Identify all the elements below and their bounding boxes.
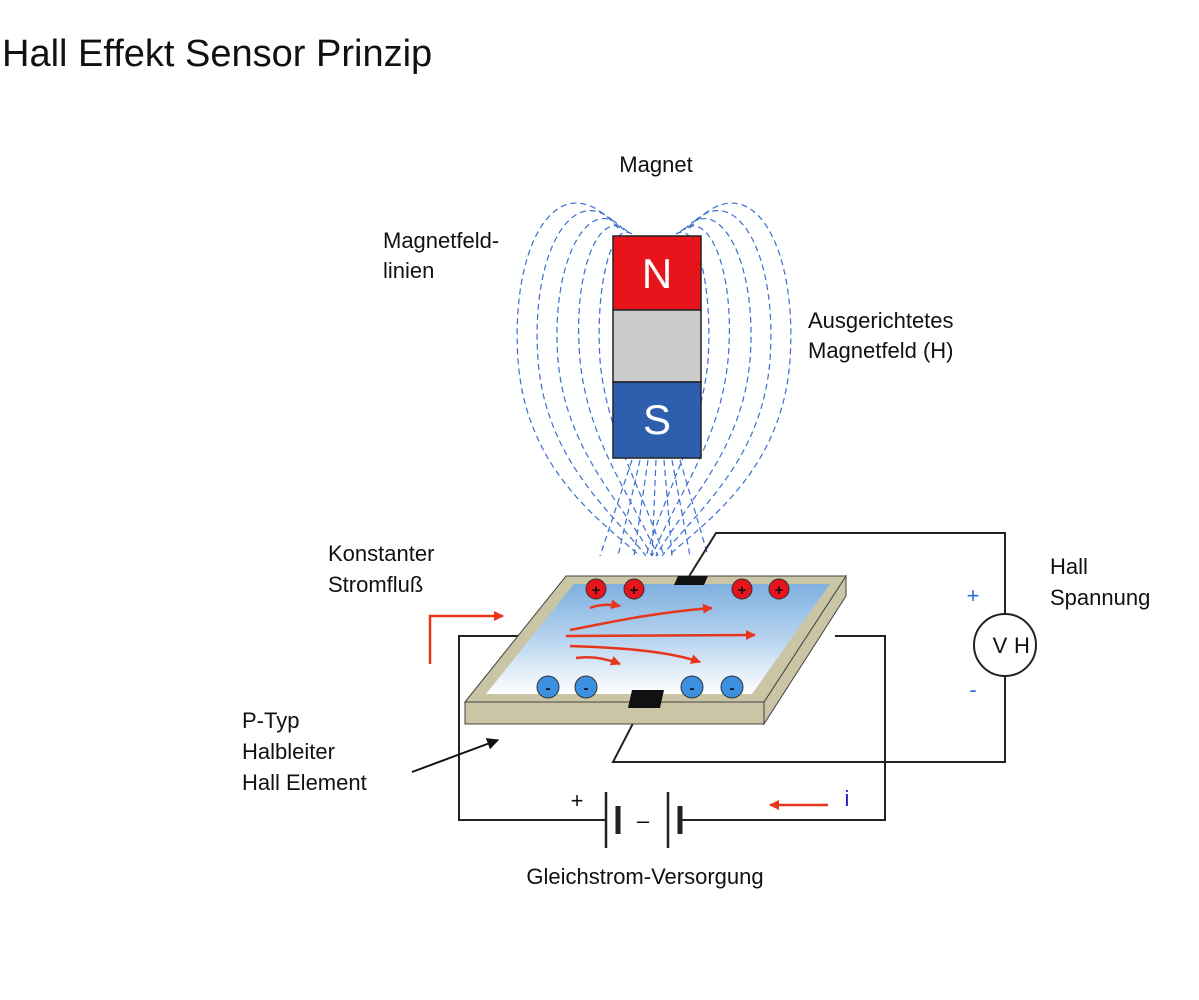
diagram-title: Hall Effekt Sensor Prinzip — [2, 33, 432, 75]
bar-magnet: N S — [612, 235, 702, 459]
positive-charge: + — [623, 578, 645, 600]
magnet-middle — [612, 309, 702, 383]
svg-text:-: - — [690, 680, 695, 697]
battery-minus-sign: – — [637, 808, 650, 833]
incoming-current-arrow — [428, 611, 504, 664]
south-pole-label: S — [643, 396, 671, 443]
element-label-line1: P-Typ — [242, 708, 299, 733]
field-lines-label-line1: Magnetfeld- — [383, 228, 499, 253]
positive-charge: + — [768, 578, 790, 600]
magnetic-field-lines — [516, 202, 792, 557]
current-symbol: i — [845, 786, 850, 811]
hall-element — [463, 574, 847, 726]
voltmeter-plus-sign: + — [967, 583, 980, 608]
north-pole-label: N — [642, 250, 672, 297]
svg-text:+: + — [775, 582, 784, 599]
svg-text:-: - — [730, 680, 735, 697]
positive-charge: + — [731, 578, 753, 600]
constant-current-label-line1: Konstanter — [328, 541, 434, 566]
magnet-label: Magnet — [619, 152, 692, 177]
voltmeter-subscript: H — [1014, 633, 1030, 658]
constant-current-label-line2: Stromfluß — [328, 572, 423, 597]
magnet-south-pole — [612, 381, 702, 459]
dc-supply-label: Gleichstrom-Versorgung — [526, 864, 763, 889]
slab-active-surface — [486, 584, 830, 694]
slab-front-side — [464, 701, 765, 725]
hall-voltage-wire-top — [687, 532, 1006, 614]
element-label-line3: Hall Element — [242, 770, 367, 795]
circuit-wires — [458, 532, 1006, 821]
element-pointer-arrow — [411, 738, 500, 773]
svg-text:+: + — [592, 582, 601, 599]
dc-battery: + – — [571, 788, 683, 848]
hall-voltage-label-line2: Spannung — [1050, 585, 1150, 610]
voltmeter-minus-sign: - — [969, 677, 976, 702]
positive-charge: + — [585, 578, 607, 600]
battery-plus-sign: + — [571, 788, 584, 813]
svg-text:-: - — [546, 680, 551, 697]
supply-wire-left — [458, 635, 605, 821]
voltmeter-symbol: V — [993, 633, 1008, 658]
negative-charge: - — [720, 675, 744, 699]
bottom-contact — [628, 690, 664, 708]
element-label-line2: Halbleiter — [242, 739, 335, 764]
top-contact — [674, 576, 708, 585]
hall-voltage-wire-bottom — [611, 676, 1006, 763]
magnet-north-pole — [612, 235, 702, 311]
field-lines-label-line2: linien — [383, 258, 434, 283]
current-flow-arrows — [428, 599, 828, 810]
hall-voltage-label-line1: Hall — [1050, 554, 1088, 579]
svg-text:-: - — [584, 680, 589, 697]
hall-voltmeter: V H + - — [967, 583, 1037, 702]
aligned-field-label-line1: Ausgerichtetes — [808, 308, 954, 333]
svg-text:+: + — [630, 582, 639, 599]
charges: + + + + - - - - — [536, 578, 790, 699]
svg-text:+: + — [738, 582, 747, 599]
supply-wire-right — [680, 635, 886, 821]
aligned-field-label-line2: Magnetfeld (H) — [808, 338, 954, 363]
negative-charge: - — [680, 675, 704, 699]
negative-charge: - — [536, 675, 560, 699]
negative-charge: - — [574, 675, 598, 699]
